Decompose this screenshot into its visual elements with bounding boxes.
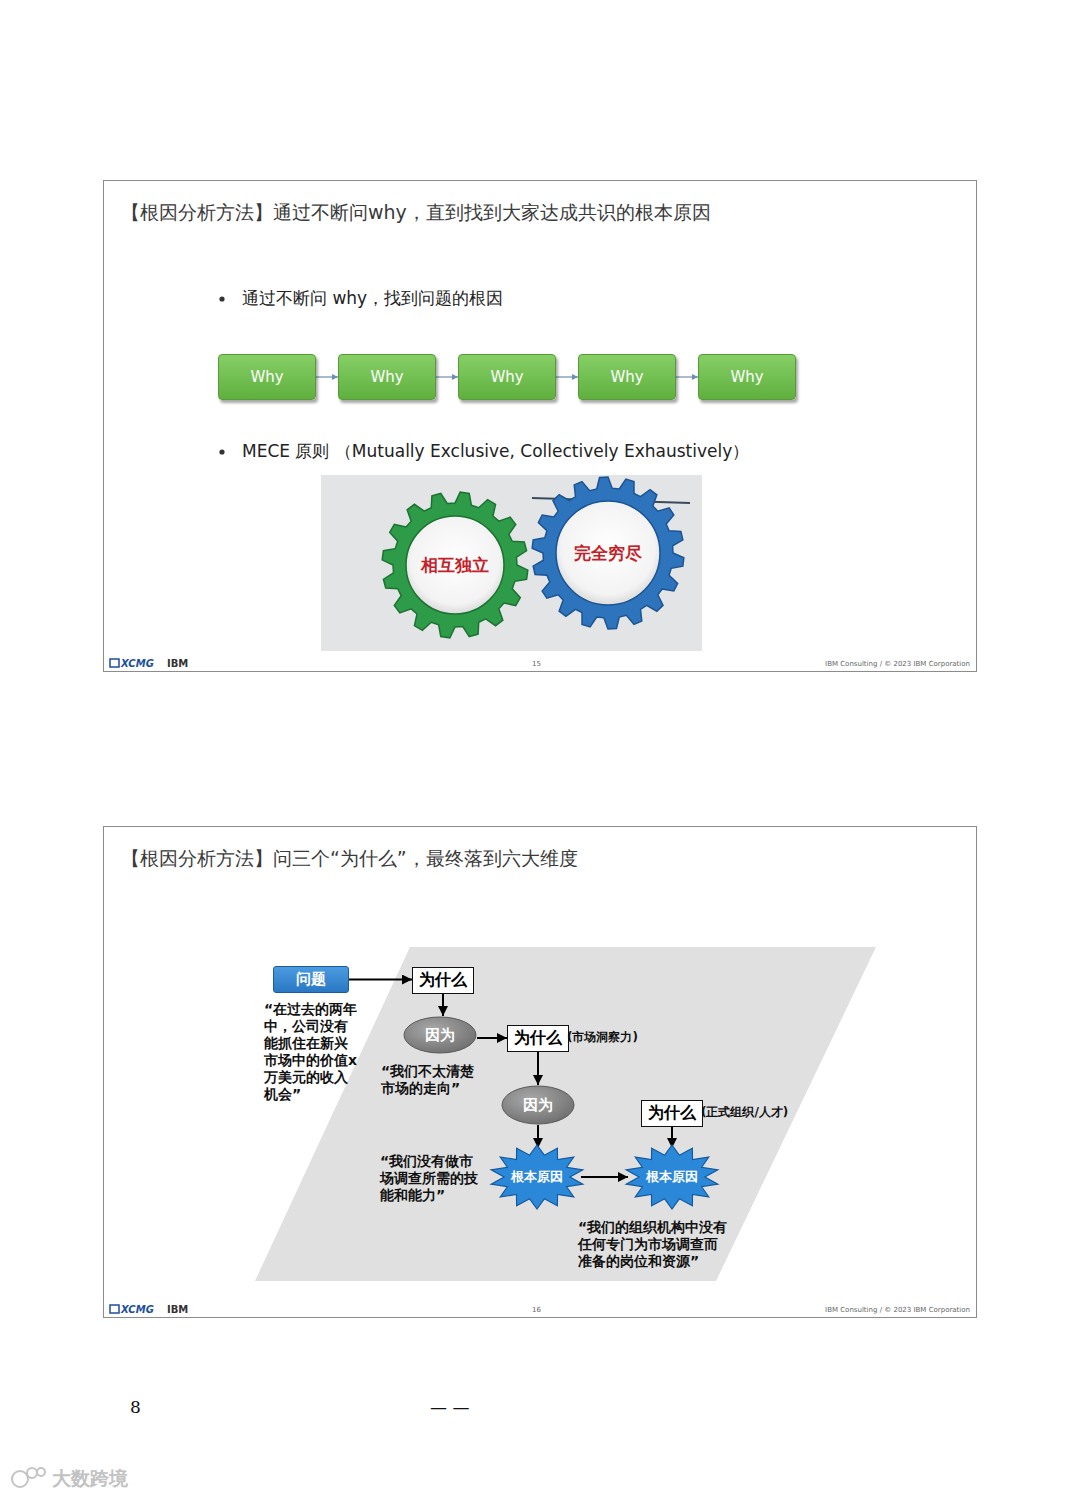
connector-arrow bbox=[537, 1052, 539, 1086]
page-number: 8 bbox=[130, 1397, 141, 1418]
node-label: Why bbox=[610, 368, 643, 386]
quote-text: “我们的组织机构中没有任何专门为市场调查而准备的岗位和资源” bbox=[578, 1219, 728, 1270]
slide-frame: 【根因分析方法】问三个“为什么”，最终落到六大维度问题为什么因为为什么因为为什么… bbox=[103, 826, 977, 1318]
slide-title: 【根因分析方法】通过不断问why，直到找到大家达成共识的根本原因 bbox=[121, 200, 711, 226]
node-label: Why bbox=[730, 368, 763, 386]
root-cause-starburst: 根本原因 bbox=[489, 1144, 585, 1210]
connector-arrow bbox=[581, 1176, 628, 1178]
why-box: Why bbox=[338, 354, 436, 400]
bullet-text: 通过不断问 why，找到问题的根因 bbox=[242, 288, 503, 309]
logo-text: XCMG bbox=[121, 657, 154, 670]
why-question-box: 为什么 bbox=[507, 1025, 569, 1052]
because-ellipse: 因为 bbox=[501, 1085, 575, 1125]
gear-shape: 完全穷尽 bbox=[530, 475, 686, 631]
node-label: 为什么 bbox=[648, 1103, 696, 1124]
quote-text: “我们没有做市场调查所需的技能和能力” bbox=[380, 1153, 484, 1204]
because-ellipse: 因为 bbox=[403, 1016, 477, 1054]
why-question-box: 为什么 bbox=[412, 967, 474, 994]
watermark-logo bbox=[12, 1468, 45, 1487]
bullet-dot bbox=[219, 449, 224, 454]
node-label: 相互独立 bbox=[421, 554, 489, 577]
quote-text: “在过去的两年中，公司没有能抓住在新兴市场中的价值x万美元的收入机会” bbox=[264, 1001, 358, 1103]
node-label: 为什么 bbox=[514, 1028, 562, 1049]
why-box: Why bbox=[458, 354, 556, 400]
node-label: 根本原因 bbox=[646, 1168, 698, 1186]
logo-icon bbox=[110, 659, 119, 667]
grey-parallelogram bbox=[255, 947, 876, 1281]
connector-arrow bbox=[316, 376, 338, 377]
connector-arrow bbox=[556, 376, 578, 377]
connector-arrow bbox=[349, 979, 412, 981]
node-label: Why bbox=[250, 368, 283, 386]
why-box: Why bbox=[218, 354, 316, 400]
dimension-note: (正式组织/人才) bbox=[701, 1105, 788, 1120]
node-label: 完全穷尽 bbox=[574, 542, 642, 565]
gear-shape: 相互独立 bbox=[380, 490, 530, 640]
node-label: 因为 bbox=[523, 1096, 553, 1115]
dimension-note: (市场洞察力) bbox=[567, 1030, 638, 1045]
logo-text: XCMG bbox=[121, 1303, 154, 1316]
logo-text: IBM bbox=[167, 657, 188, 670]
connector-arrow bbox=[676, 376, 698, 377]
watermark: 大数跨境 bbox=[52, 1466, 128, 1490]
node-label: 根本原因 bbox=[511, 1168, 563, 1186]
footer-copyright: IBM Consulting / © 2023 IBM Corporation bbox=[825, 660, 970, 669]
node-label: 问题 bbox=[296, 970, 326, 989]
logo-icon bbox=[110, 1305, 119, 1313]
logo-text: IBM bbox=[167, 1303, 188, 1316]
node-label: 因为 bbox=[425, 1026, 455, 1045]
gear-picture-ground bbox=[321, 475, 702, 651]
page-dash: — — bbox=[430, 1397, 469, 1418]
why-box: Why bbox=[698, 354, 796, 400]
connector-arrow bbox=[477, 1037, 507, 1039]
connector-arrow bbox=[436, 376, 458, 377]
bullet-dot bbox=[219, 296, 224, 301]
node-label: Why bbox=[490, 368, 523, 386]
slide-frame: 【根因分析方法】通过不断问why，直到找到大家达成共识的根本原因 Why Why Wh… bbox=[103, 180, 977, 672]
bullet-text: MECE 原则 （Mutually Exclusive, Collectivel… bbox=[242, 441, 749, 462]
footer-copyright: IBM Consulting / © 2023 IBM Corporation bbox=[825, 1306, 970, 1315]
quote-text: “我们不太清楚市场的走向” bbox=[381, 1063, 487, 1097]
node-label: Why bbox=[370, 368, 403, 386]
connector-arrow bbox=[442, 994, 444, 1017]
page-number: 16 bbox=[532, 1306, 541, 1315]
slide-title: 【根因分析方法】问三个“为什么”，最终落到六大维度 bbox=[121, 846, 578, 872]
node-label: 为什么 bbox=[419, 970, 467, 991]
why-question-box: 为什么 bbox=[641, 1100, 703, 1127]
page-number: 15 bbox=[532, 660, 541, 669]
root-cause-starburst: 根本原因 bbox=[624, 1144, 720, 1210]
problem-box: 问题 bbox=[273, 966, 349, 993]
why-box: Why bbox=[578, 354, 676, 400]
